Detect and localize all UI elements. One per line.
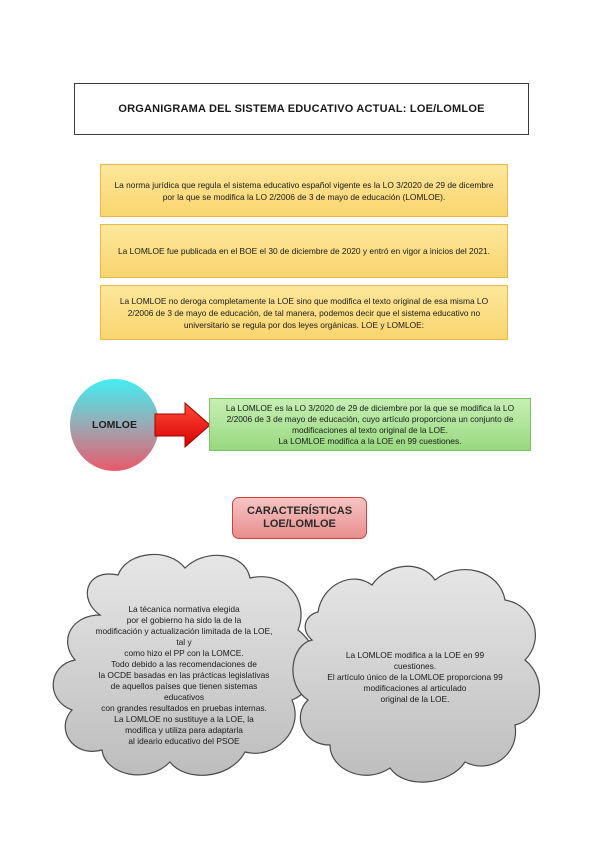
cloud-text-line: al ideario educativo del PSOE	[128, 736, 240, 746]
cloud-text-line: con grandes resultados en pruebas intern…	[101, 703, 267, 713]
cloud-text-line: Todo debido a las recomendaciones de	[111, 659, 257, 669]
lomloe-definition-box: La LOMLOE es la LO 3/2020 de 29 de dicie…	[209, 398, 531, 451]
cloud-text-line: cuestiones.	[393, 661, 437, 671]
cloud-left-shape	[52, 554, 316, 776]
cloud-text-line: La técanica normativa elegida	[128, 604, 240, 614]
cloud-text-line: El artículo único de la LOMLOE proporcio…	[327, 672, 503, 682]
lomloe-circle: LOMLOE	[70, 379, 159, 471]
cloud-text-line: modificaciones al articulado	[363, 683, 467, 693]
note-box-legal-norm: La norma jurídica que regula el sistema …	[100, 164, 508, 217]
note-text: La LOMLOE no deroga completamente la LOE…	[119, 295, 489, 330]
cloud-text-line: La LOMLOE modifica a la LOE en 99	[345, 650, 485, 660]
features-heading: CARACTERÍSTICAS LOE/LOMLOE	[232, 497, 367, 539]
cloud-text-line: como hizo el PP con la LOMCE.	[124, 648, 244, 658]
features-heading-line2: LOE/LOMLOE	[263, 518, 336, 530]
diagram-title: ORGANIGRAMA DEL SISTEMA EDUCATIVO ACTUAL…	[74, 83, 529, 135]
lomloe-modifications-text: La LOMLOE modifica a la LOE en 99 cuesti…	[278, 435, 462, 446]
note-text: La norma jurídica que regula el sistema …	[114, 179, 494, 202]
cloud-text-line: la OCDE basadas en las prácticas legisla…	[98, 670, 270, 680]
note-box-two-laws: La LOMLOE no deroga completamente la LOE…	[100, 285, 508, 340]
cloud-text-line: modificación y actualización limitada de…	[95, 626, 273, 636]
note-box-publication: La LOMLOE fue publicada en el BOE el 30 …	[100, 224, 508, 278]
cloud-text-line: La LOMLOE no sustituye a la LOE, la	[114, 714, 254, 724]
cloud-right-shape	[292, 565, 541, 783]
cloud-text-line: por el gobierno ha sido la de la	[126, 615, 242, 625]
cloud-text-line: tal y	[176, 637, 192, 647]
cloud-text-line: modifica y utiliza para adaptarla	[125, 725, 243, 735]
right-arrow-icon	[154, 401, 211, 449]
cloud-text-line: original de la LOE.	[380, 694, 450, 704]
note-text: La LOMLOE fue publicada en el BOE el 30 …	[118, 246, 490, 256]
cloud-text-line: de aquellos países que tienen sistemas	[110, 681, 258, 691]
cloud-text-line: educativos	[163, 692, 205, 702]
diagram-title-text: ORGANIGRAMA DEL SISTEMA EDUCATIVO ACTUAL…	[118, 103, 485, 115]
lomloe-circle-label: LOMLOE	[92, 419, 137, 431]
features-heading-line1: CARACTERÍSTICAS	[246, 505, 353, 517]
lomloe-definition-text: La LOMLOE es la LO 3/2020 de 29 de dicie…	[225, 402, 515, 435]
